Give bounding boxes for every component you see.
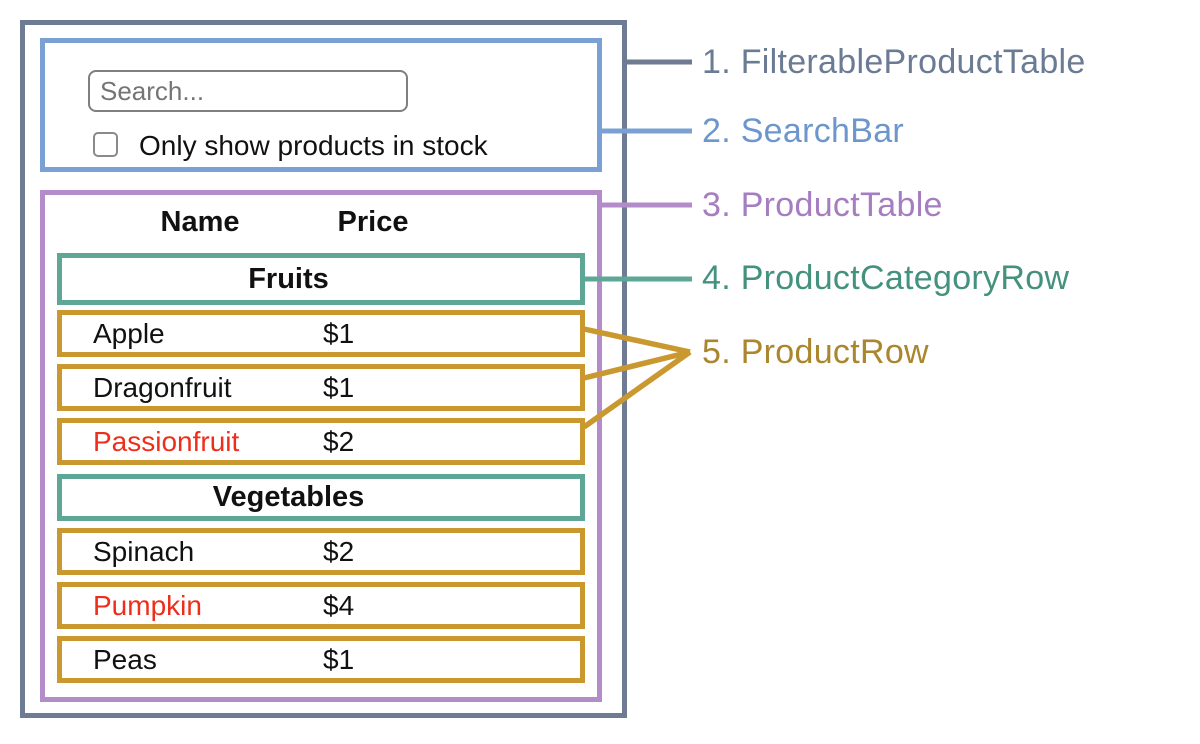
product-name-out-of-stock: Passionfruit <box>93 425 240 457</box>
category-label: Fruits <box>248 262 329 295</box>
product-name: Dragonfruit <box>93 371 232 403</box>
legend-label-filterable-product-table: 1. FilterableProductTable <box>702 43 1086 81</box>
product-price: $1 <box>323 371 355 403</box>
legend-label-search-bar: 2. SearchBar <box>702 112 905 150</box>
product-name: Peas <box>93 643 157 675</box>
in-stock-checkbox[interactable] <box>93 132 118 157</box>
in-stock-checkbox-label: Only show products in stock <box>139 130 488 161</box>
product-price: $2 <box>323 425 355 457</box>
product-price: $4 <box>323 589 355 621</box>
column-header-name: Name <box>160 206 240 238</box>
product-price: $1 <box>323 317 355 349</box>
category-row-vegetables: Vegetables <box>57 474 585 521</box>
legend-label-product-category-row: 4. ProductCategoryRow <box>702 259 1070 297</box>
product-row-passionfruit: Passionfruit $2 <box>57 418 585 465</box>
legend-label-product-row: 5. ProductRow <box>702 333 929 371</box>
column-header-price: Price <box>337 206 409 238</box>
product-name: Apple <box>93 317 165 349</box>
product-name-out-of-stock: Pumpkin <box>93 589 202 621</box>
product-name: Spinach <box>93 535 195 567</box>
search-input[interactable] <box>88 70 408 112</box>
product-row-peas: Peas $1 <box>57 636 585 683</box>
product-row-apple: Apple $1 <box>57 310 585 357</box>
category-label: Vegetables <box>212 481 365 513</box>
product-price: $2 <box>323 535 355 567</box>
product-row-spinach: Spinach $2 <box>57 528 585 575</box>
legend-label-product-table: 3. ProductTable <box>702 186 943 224</box>
product-row-dragonfruit: Dragonfruit $1 <box>57 364 585 411</box>
product-price: $1 <box>323 643 355 675</box>
product-row-pumpkin: Pumpkin $4 <box>57 582 585 629</box>
category-row-fruits: Fruits <box>57 253 585 305</box>
